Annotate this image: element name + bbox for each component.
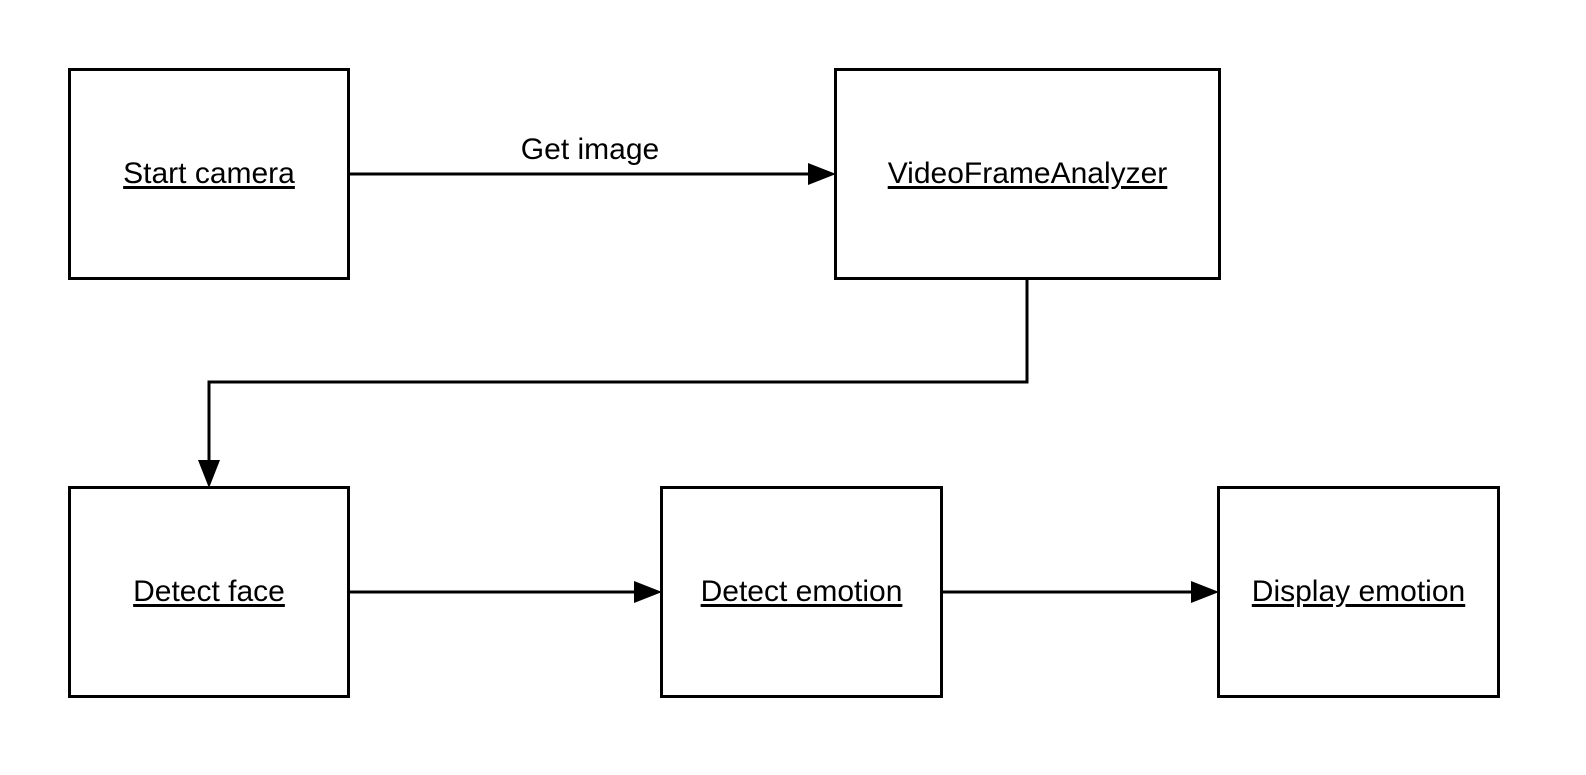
node-start-camera[interactable]: Start camera bbox=[68, 68, 350, 280]
arrow-analyzer-to-face-line bbox=[207, 280, 1029, 460]
edge-label-get-image: Get image bbox=[520, 133, 660, 166]
node-start-camera-label[interactable]: Start camera bbox=[123, 157, 295, 190]
arrow-start-to-analyzer-head bbox=[808, 163, 836, 185]
arrow-face-to-emotion-head bbox=[634, 581, 662, 603]
node-video-frame-analyzer[interactable]: VideoFrameAnalyzer bbox=[834, 68, 1221, 280]
node-detect-face[interactable]: Detect face bbox=[68, 486, 350, 698]
node-detect-emotion-label[interactable]: Detect emotion bbox=[700, 575, 903, 608]
arrow-analyzer-to-face-head bbox=[198, 460, 220, 488]
node-detect-emotion[interactable]: Detect emotion bbox=[660, 486, 943, 698]
arrow-emotion-to-display-head bbox=[1191, 581, 1219, 603]
node-display-emotion[interactable]: Display emotion bbox=[1217, 486, 1500, 698]
node-detect-face-label[interactable]: Detect face bbox=[133, 575, 285, 608]
node-display-emotion-label[interactable]: Display emotion bbox=[1251, 575, 1466, 608]
node-video-frame-analyzer-label[interactable]: VideoFrameAnalyzer bbox=[887, 157, 1168, 190]
